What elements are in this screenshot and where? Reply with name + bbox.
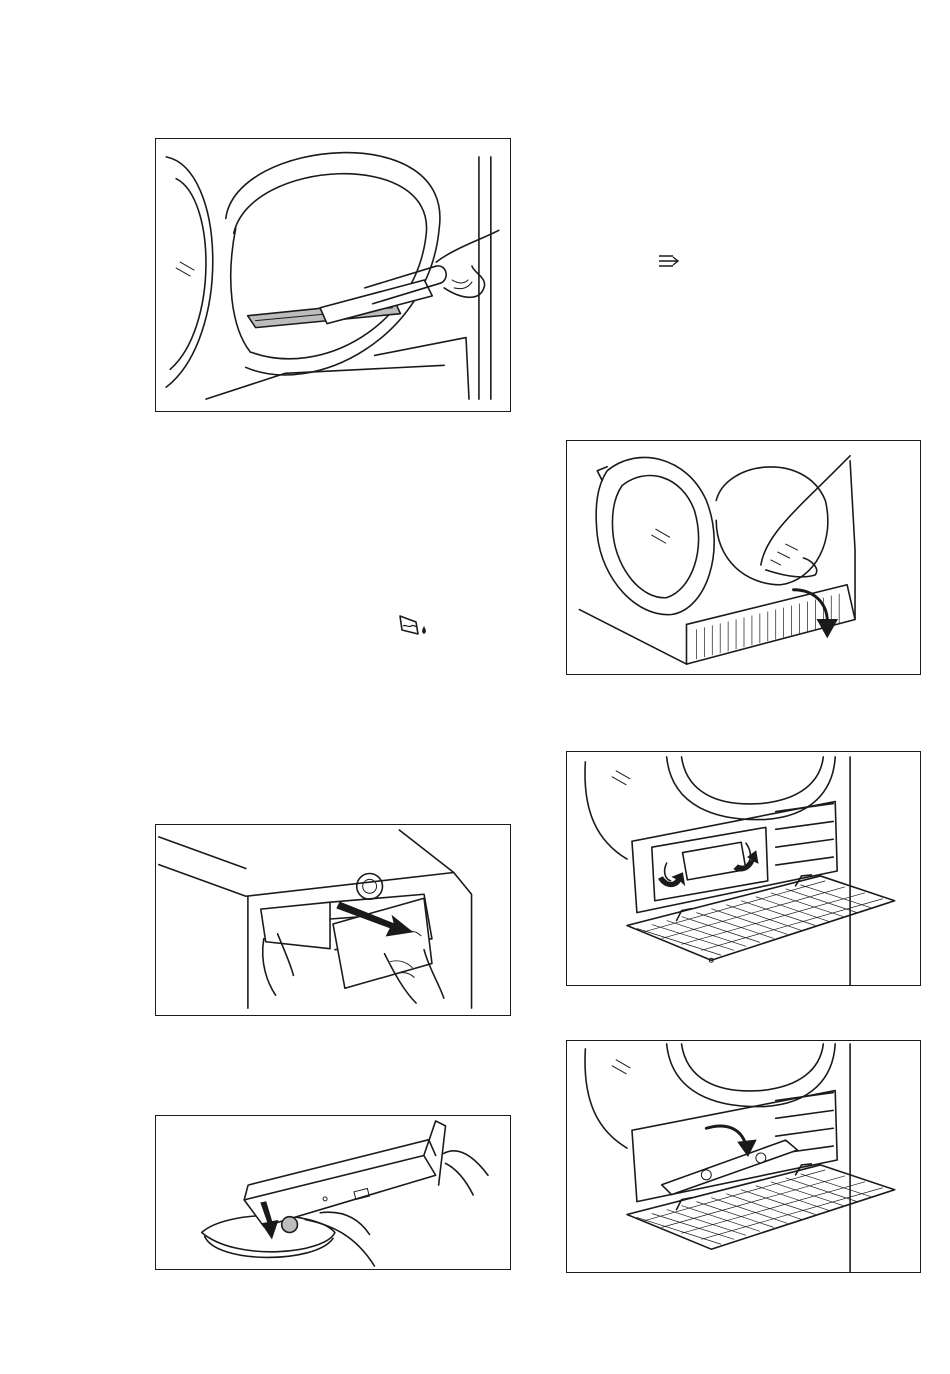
symbol-container-drain [396,612,432,640]
plinth-door-opening-illustration [567,441,920,674]
water-container-emptying-illustration [156,1116,510,1269]
container-drain-icon [396,612,432,640]
fig-condenser-levers [566,751,921,986]
fig-plinth-door-opening [566,440,921,675]
condenser-cover-lowering-illustration [567,1041,920,1272]
fig-door-filter-cleaning [155,138,511,412]
symbol-arrow-lines [657,252,681,270]
drum-filter-cleaning-illustration [156,139,510,411]
fig-water-container-removal [155,824,511,1016]
water-container-removal-illustration [156,825,510,1015]
fig-water-container-emptying [155,1115,511,1270]
condenser-lever-release-illustration [567,752,920,985]
fig-condenser-cover [566,1040,921,1273]
arrow-lines-icon [657,252,681,270]
